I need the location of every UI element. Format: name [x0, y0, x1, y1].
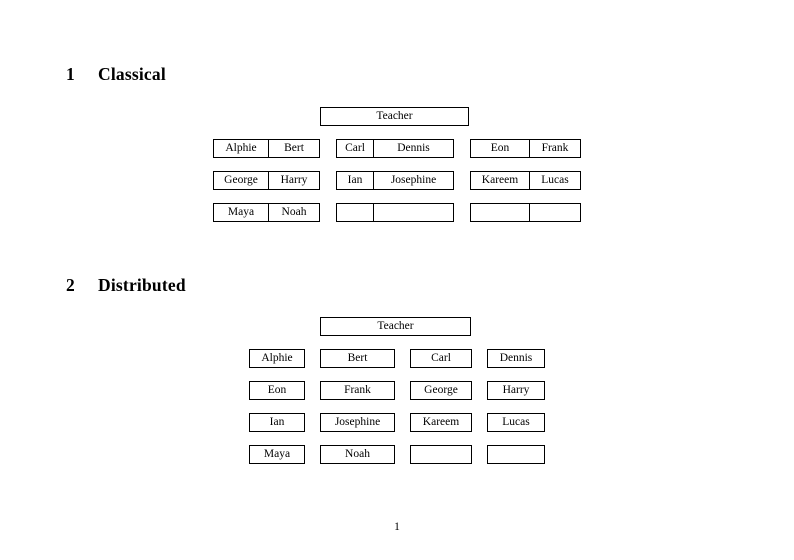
- classical-cell[interactable]: [337, 204, 374, 221]
- distributed-node[interactable]: Dennis: [487, 349, 545, 368]
- classical-group1-row3[interactable]: Maya Noah: [213, 203, 320, 222]
- classical-cell[interactable]: Carl: [337, 140, 374, 157]
- classical-group2-row3[interactable]: [336, 203, 454, 222]
- distributed-node[interactable]: Frank: [320, 381, 395, 400]
- classical-cell[interactable]: [530, 204, 580, 221]
- section-heading-classical: 1 Classical: [66, 64, 166, 85]
- classical-cell[interactable]: Alphie: [214, 140, 269, 157]
- distributed-node[interactable]: George: [410, 381, 472, 400]
- distributed-node[interactable]: Bert: [320, 349, 395, 368]
- classical-cell[interactable]: Noah: [281, 206, 307, 218]
- classical-group3-row3[interactable]: [470, 203, 581, 222]
- distributed-node[interactable]: Kareem: [410, 413, 472, 432]
- classical-cell[interactable]: George: [214, 172, 269, 189]
- distributed-node[interactable]: [410, 445, 472, 464]
- classical-cell[interactable]: Dennis: [397, 142, 430, 154]
- distributed-node[interactable]: Lucas: [487, 413, 545, 432]
- classical-group2-row1[interactable]: Carl Dennis: [336, 139, 454, 158]
- classical-cell[interactable]: Bert: [284, 142, 304, 154]
- section-number: 2: [66, 275, 75, 295]
- page-number: 1: [394, 521, 400, 533]
- distributed-node[interactable]: Harry: [487, 381, 545, 400]
- classical-cell[interactable]: [471, 204, 530, 221]
- distributed-node[interactable]: Eon: [249, 381, 305, 400]
- classical-group1-row2[interactable]: George Harry: [213, 171, 320, 190]
- classical-group3-row2[interactable]: Kareem Lucas: [470, 171, 581, 190]
- section-title: Classical: [98, 64, 166, 84]
- distributed-node[interactable]: Alphie: [249, 349, 305, 368]
- distributed-node[interactable]: Maya: [249, 445, 305, 464]
- section-number: 1: [66, 64, 75, 84]
- classical-group3-row1[interactable]: Eon Frank: [470, 139, 581, 158]
- section-heading-distributed: 2 Distributed: [66, 275, 186, 296]
- distributed-node[interactable]: Noah: [320, 445, 395, 464]
- classical-cell[interactable]: Ian: [337, 172, 374, 189]
- classical-teacher-box[interactable]: Teacher: [320, 107, 469, 126]
- classical-cell[interactable]: Frank: [541, 142, 569, 154]
- distributed-teacher-box[interactable]: Teacher: [320, 317, 471, 336]
- classical-group1-row1[interactable]: Alphie Bert: [213, 139, 320, 158]
- classical-cell[interactable]: [374, 204, 453, 221]
- distributed-node[interactable]: [487, 445, 545, 464]
- classical-cell[interactable]: Josephine: [390, 174, 437, 186]
- distributed-node[interactable]: Ian: [249, 413, 305, 432]
- distributed-node[interactable]: Josephine: [320, 413, 395, 432]
- section-title: Distributed: [98, 275, 186, 295]
- classical-group2-row2[interactable]: Ian Josephine: [336, 171, 454, 190]
- classical-cell[interactable]: Kareem: [471, 172, 530, 189]
- classical-cell[interactable]: Harry: [280, 174, 308, 186]
- classical-cell[interactable]: Lucas: [541, 174, 569, 186]
- classical-cell[interactable]: Eon: [471, 140, 530, 157]
- distributed-node[interactable]: Carl: [410, 349, 472, 368]
- classical-cell[interactable]: Maya: [214, 204, 269, 221]
